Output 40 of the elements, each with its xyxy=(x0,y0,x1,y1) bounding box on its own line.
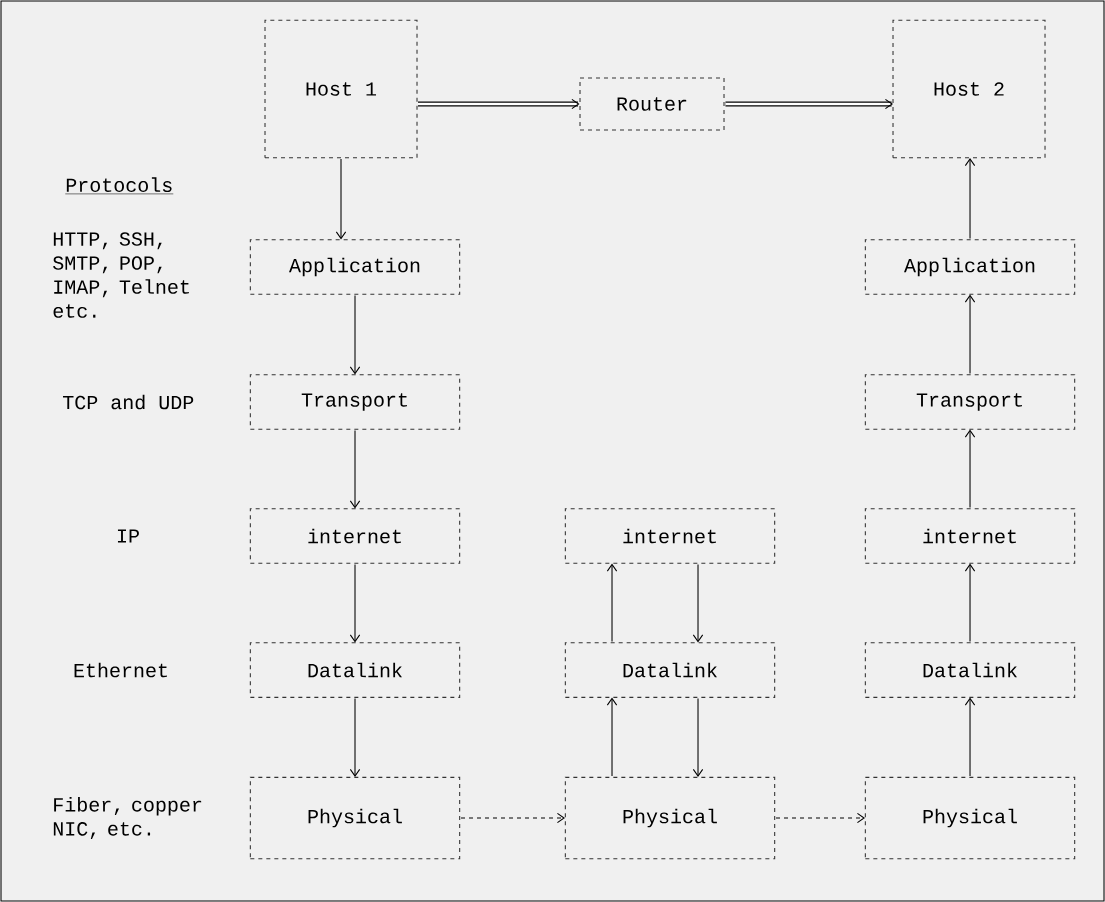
layer-box: internet xyxy=(564,508,776,564)
layer-box: Host 1 xyxy=(264,19,418,159)
layer-note: Protocols xyxy=(65,177,174,195)
arrow xyxy=(606,563,618,643)
arrow xyxy=(349,697,361,777)
layer-box: Application xyxy=(249,239,461,295)
layer-box: Host 2 xyxy=(892,19,1046,159)
arrow xyxy=(349,563,361,643)
arrow xyxy=(460,812,565,824)
layer-box: internet xyxy=(864,508,1076,564)
arrow xyxy=(964,563,976,643)
layer-box: Physical xyxy=(864,776,1076,860)
arrow xyxy=(775,812,866,824)
arrow xyxy=(692,563,704,643)
layer-box: internet xyxy=(249,508,461,564)
layer-box: Router xyxy=(579,77,725,131)
layer-note: TCP and UDP xyxy=(63,394,194,410)
layer-box: Transport xyxy=(249,374,461,430)
layer-box: Datalink xyxy=(249,642,461,698)
layer-box: Physical xyxy=(564,776,776,860)
layer-note: IP xyxy=(117,529,139,543)
arrow xyxy=(335,158,347,240)
arrow xyxy=(606,697,618,777)
arrow xyxy=(964,158,976,240)
arrow xyxy=(349,294,361,375)
layer-box: Physical xyxy=(249,776,461,860)
layer-box: Application xyxy=(864,239,1076,295)
layer-box: Transport xyxy=(864,374,1076,430)
layer-note: Ethernet xyxy=(74,662,167,678)
layer-box: Datalink xyxy=(564,642,776,698)
arrow xyxy=(964,429,976,509)
layer-box: Datalink xyxy=(864,642,1076,698)
arrow xyxy=(725,98,894,110)
arrow xyxy=(964,294,976,375)
arrow xyxy=(964,697,976,777)
layer-note: HTTP, SSH, SMTP, POP, IMAP, Telnet etc. xyxy=(53,232,189,318)
arrow xyxy=(692,697,704,777)
arrow xyxy=(349,429,361,509)
layer-note: Fiber, copper NIC, etc. xyxy=(53,797,202,839)
arrow xyxy=(418,98,580,110)
